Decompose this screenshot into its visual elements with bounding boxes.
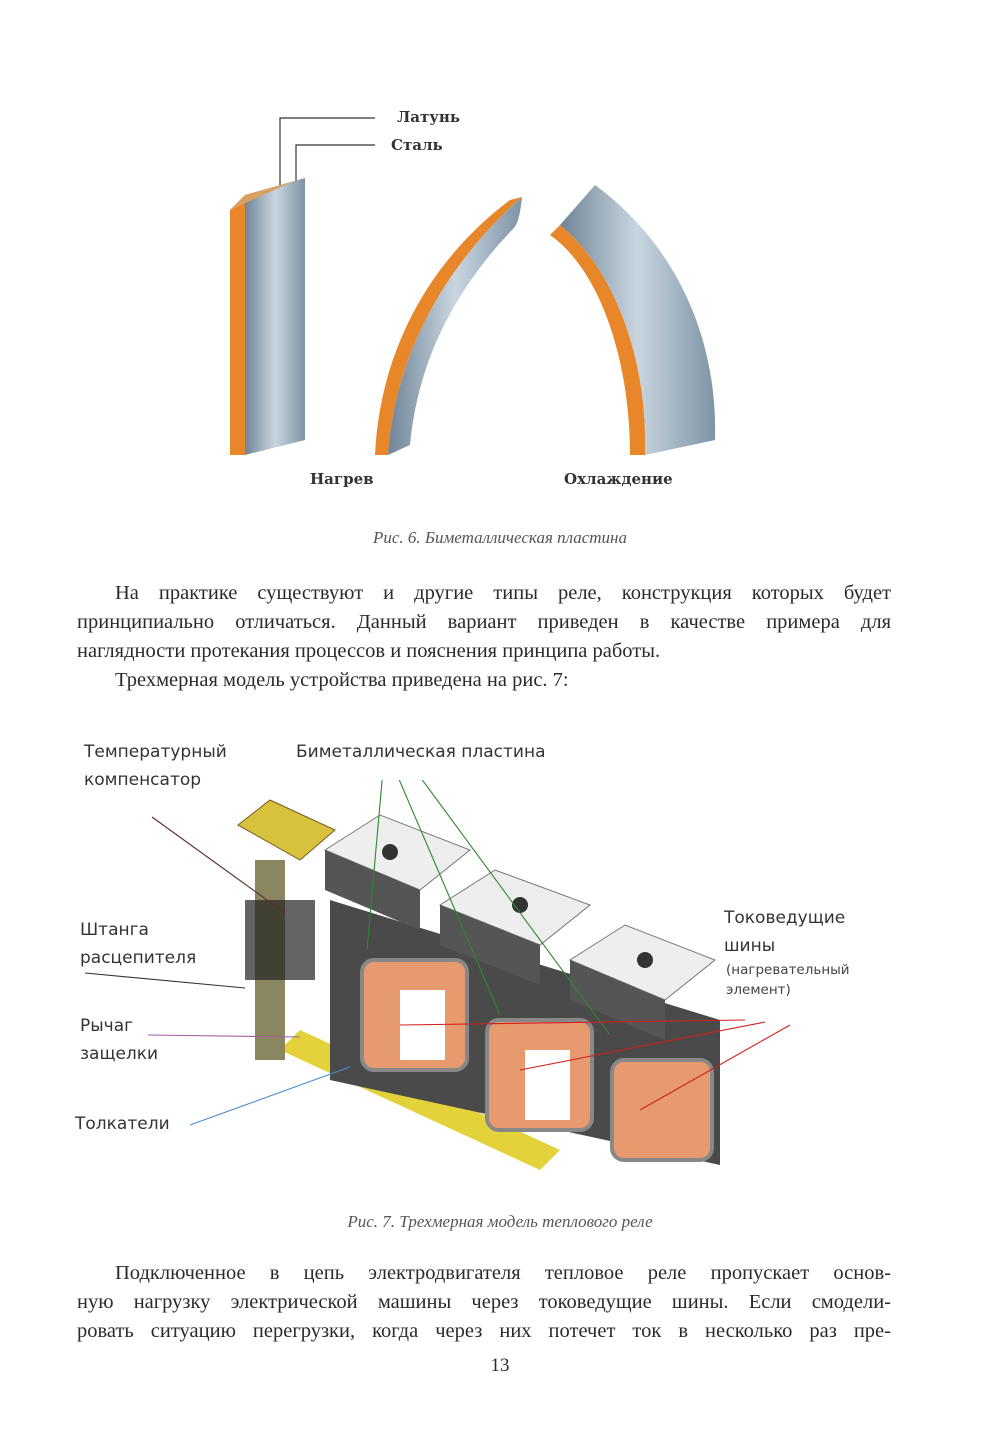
paragraph-line: ную нагрузку электрической машины через …: [77, 1291, 891, 1313]
label-trip-rod-2: расцепителя: [80, 948, 197, 968]
label-latch-lever-1: Рычаг: [80, 1016, 134, 1036]
label-busbars-4: элемент): [726, 982, 791, 998]
paragraph-line: ровать ситуацию перегрузки, когда через …: [77, 1320, 891, 1342]
label-pushers: Толкатели: [75, 1114, 170, 1134]
label-cooling: Охлаждение: [564, 470, 673, 488]
label-busbars-2: шины: [724, 936, 776, 956]
figure6-caption: Рис. 6. Биметаллическая пластина: [373, 528, 627, 547]
paragraph-2: Трехмерная модель устройства приведена н…: [115, 669, 569, 691]
label-temperature-compensator-2: компенсатор: [84, 770, 202, 790]
label-heating: Нагрев: [310, 470, 374, 488]
label-latch-lever-2: защелки: [80, 1044, 159, 1064]
page-number: 13: [490, 1355, 510, 1376]
label-steel: Сталь: [391, 136, 443, 154]
label-busbars-3: (нагревательный: [726, 962, 850, 978]
thermal-relay-3d-model: [84, 780, 791, 1170]
label-temperature-compensator-1: Температурный: [84, 742, 227, 762]
paragraph-line: наглядности протекания процессов и поясн…: [77, 640, 661, 662]
paragraph-line: принципиально отличаться. Данный вариант…: [77, 611, 891, 633]
label-trip-rod-1: Штанга: [80, 920, 149, 940]
bimetal-plate-figure: [230, 117, 716, 455]
label-brass: Латунь: [397, 108, 461, 126]
paragraph-line: Подключенное в цепь электродвигателя теп…: [115, 1262, 891, 1284]
label-bimetal-plate: Биметаллическая пластина: [296, 742, 546, 762]
label-busbars-1: Токоведущие: [724, 908, 846, 928]
figure7-caption: Рис. 7. Трехмерная модель теплового реле: [347, 1212, 653, 1231]
paragraph-line: На практике существуют и другие типы рел…: [115, 582, 891, 604]
